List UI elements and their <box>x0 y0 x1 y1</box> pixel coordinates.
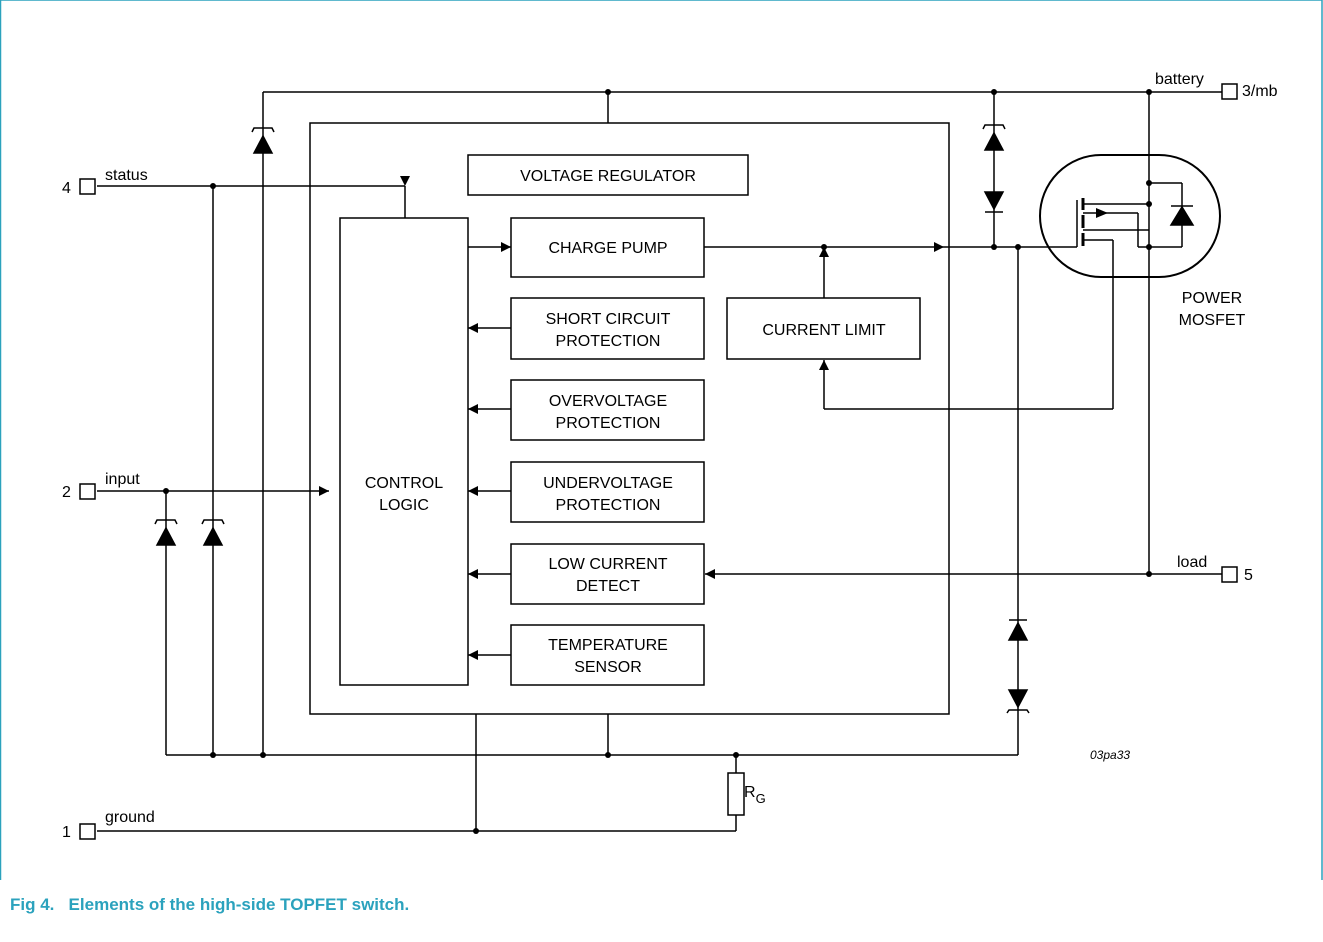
ground-pin: 1 <box>62 824 71 841</box>
undervoltage-label-1: UNDERVOLTAGE <box>543 475 673 492</box>
undervoltage-label-2: PROTECTION <box>556 497 661 514</box>
low-current-block <box>510 543 705 605</box>
resistor-rg <box>727 772 745 816</box>
current-limit-block <box>726 297 921 360</box>
load-pin: 5 <box>1244 567 1253 584</box>
overvoltage-label-1: OVERVOLTAGE <box>549 393 667 410</box>
temperature-block <box>510 624 705 686</box>
temperature-label-2: SENSOR <box>574 659 642 676</box>
temperature-label-1: TEMPERATURE <box>548 637 668 654</box>
terminal-pads <box>79 83 1238 840</box>
battery-label: battery <box>1155 71 1204 88</box>
low-current-label-2: DETECT <box>576 578 640 595</box>
overvoltage-block <box>510 379 705 441</box>
low-current-label-1: LOW CURRENT <box>548 556 667 573</box>
status-pin: 4 <box>62 180 71 197</box>
control-logic-block <box>339 217 469 686</box>
mosfet-label-line1: POWER <box>1182 290 1242 307</box>
reference-code: 03pa33 <box>1090 748 1130 762</box>
load-label: load <box>1177 554 1207 571</box>
control-logic-label-2: LOGIC <box>379 497 429 514</box>
figure-border <box>0 0 1323 880</box>
voltage-regulator-label: VOLTAGE REGULATOR <box>520 168 696 185</box>
input-label: input <box>105 471 140 488</box>
input-pin: 2 <box>62 484 71 501</box>
chip-boundary <box>309 122 950 715</box>
power-mosfet <box>1039 154 1221 278</box>
charge-pump-block <box>510 217 705 278</box>
figure-caption: Fig 4. Elements of the high-side TOPFET … <box>10 895 409 914</box>
control-logic-label-1: CONTROL <box>365 475 443 492</box>
mosfet-label-line2: MOSFET <box>1179 312 1246 329</box>
junction-dots <box>163 89 1152 834</box>
ground-label: ground <box>105 809 155 826</box>
battery-pin: 3/mb <box>1242 83 1278 100</box>
resistor-label: RG <box>744 784 766 806</box>
overvoltage-label-2: PROTECTION <box>556 415 661 432</box>
protection-diodes <box>154 124 1030 714</box>
undervoltage-block <box>510 461 705 523</box>
voltage-regulator-block <box>467 154 749 196</box>
short-circuit-label-2: PROTECTION <box>556 333 661 350</box>
short-circuit-block <box>510 297 705 360</box>
current-limit-label: CURRENT LIMIT <box>762 322 885 339</box>
short-circuit-label-1: SHORT CIRCUIT <box>546 311 671 328</box>
status-label: status <box>105 167 148 184</box>
charge-pump-label: CHARGE PUMP <box>548 240 667 257</box>
